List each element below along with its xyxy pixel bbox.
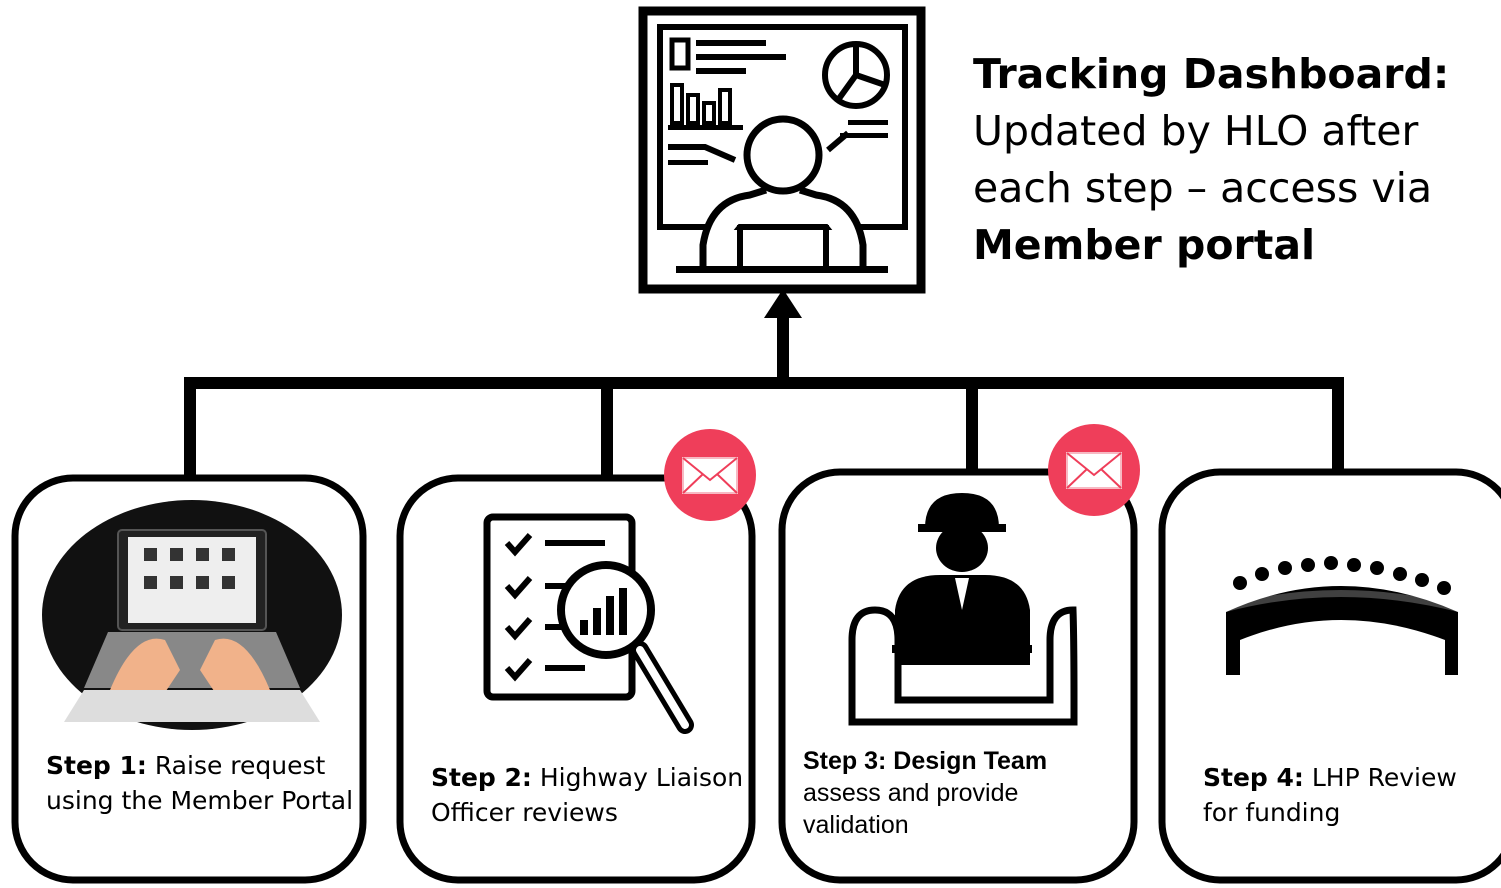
envelope-icon — [1048, 424, 1140, 516]
step1-label: Step 1: — [46, 751, 147, 780]
step4-caption: Step 4: LHP Review for funding — [1203, 760, 1493, 830]
step4-description: LHP Review for funding — [1203, 763, 1457, 827]
step3-box — [778, 468, 1138, 884]
dashboard-portal-label: Member portal — [973, 221, 1316, 269]
dashboard-line1: Updated by HLO after — [973, 107, 1419, 155]
step4-box — [1158, 468, 1501, 884]
step2-caption: Step 2: Highway Liaison Officer reviews — [431, 760, 746, 830]
envelope-icon — [664, 429, 756, 521]
laptop-typing-icon — [42, 500, 342, 730]
step1-caption: Step 1: Raise request using the Member P… — [46, 748, 366, 818]
step3-label: Step 3: Design Team — [803, 747, 1048, 775]
meeting-table-icon — [1226, 556, 1458, 675]
dashboard-monitor-icon — [638, 6, 926, 294]
step1-description: Raise request using the Member Portal — [46, 751, 354, 815]
step2-label: Step 2: — [431, 763, 532, 792]
dashboard-description: Tracking Dashboard: Updated by HLO after… — [973, 46, 1493, 274]
step2-description: Highway Liaison Officer reviews — [431, 763, 744, 827]
step3-description: assess and provide validation — [803, 779, 1019, 839]
engineer-blueprint-icon — [848, 493, 1078, 726]
step3-caption: Step 3: Design Team assess and provide v… — [803, 745, 1123, 841]
step4-label: Step 4: — [1203, 763, 1304, 792]
dashboard-title: Tracking Dashboard: — [973, 50, 1450, 98]
connector-lines — [184, 312, 1344, 484]
dashboard-line2: each step – access via — [973, 164, 1433, 212]
arrow-head — [764, 289, 802, 318]
checklist-magnifier-icon — [483, 513, 694, 734]
